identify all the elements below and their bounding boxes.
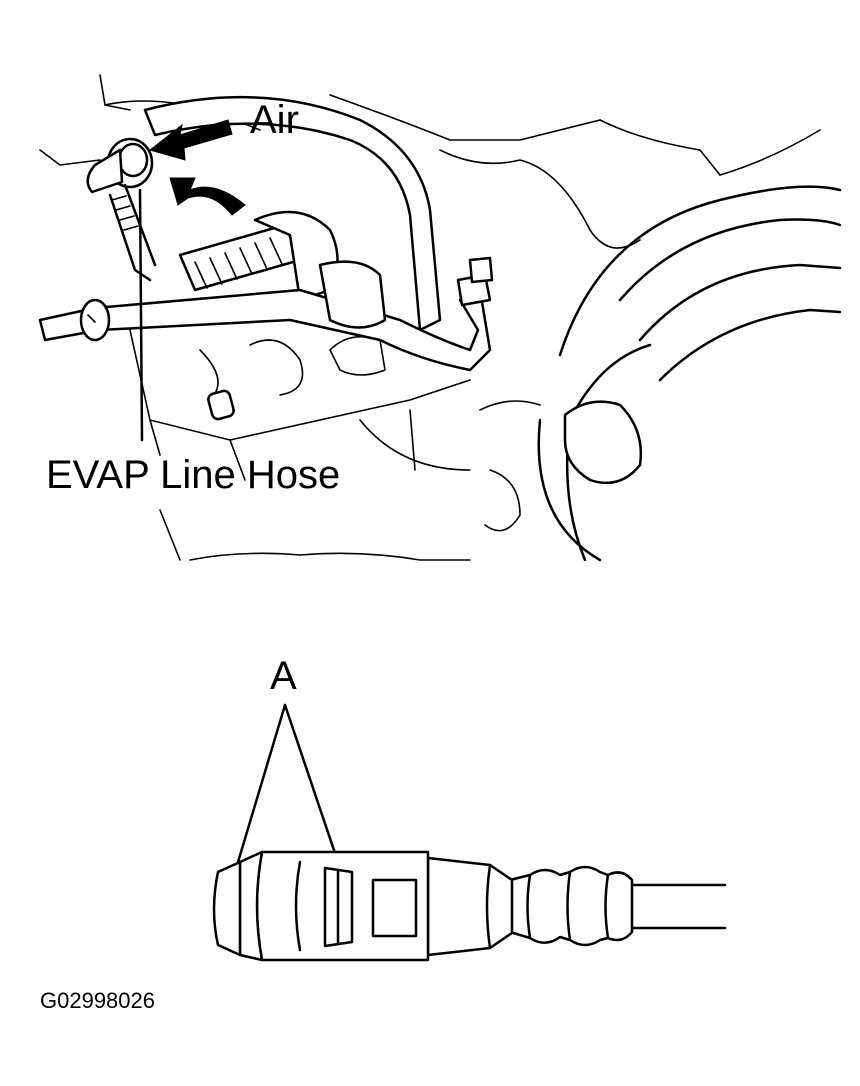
air-arrows xyxy=(148,119,246,216)
leader-line-a-right xyxy=(283,703,342,870)
air-label: Air xyxy=(250,98,299,142)
evap-line-hose-label: EVAP Line Hose xyxy=(46,453,341,497)
evap-leader-line xyxy=(138,188,144,442)
engine-bay-drawing xyxy=(38,74,842,562)
leader-line-a-left xyxy=(236,703,287,864)
connector-detail-drawing xyxy=(212,703,727,962)
figure-id-label: G02998026 xyxy=(40,988,155,1013)
part-a-label: A xyxy=(270,654,297,698)
